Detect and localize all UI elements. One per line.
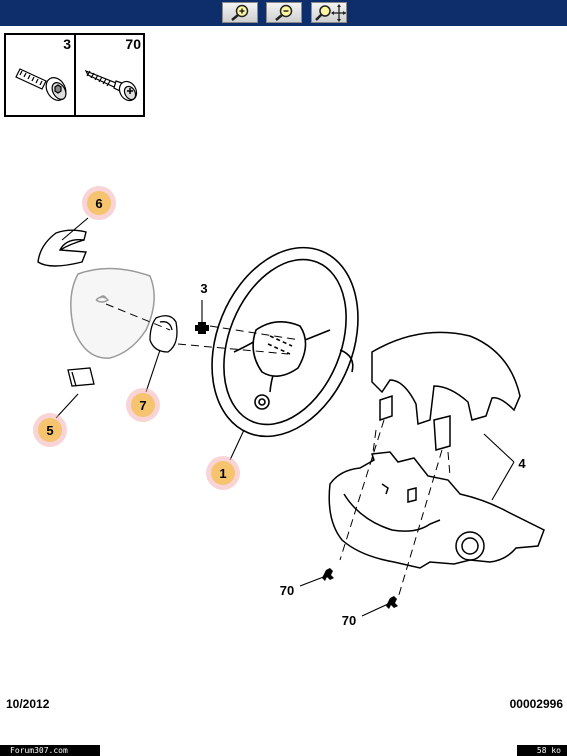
zoom-out-button[interactable] xyxy=(266,2,302,23)
callout-7-label: 7 xyxy=(139,398,146,413)
screw-marker-70-a xyxy=(322,568,334,581)
machine-screw-icon xyxy=(15,68,67,101)
callout-5: 5 xyxy=(33,413,67,447)
part-5-clip xyxy=(67,367,95,387)
footer-reference: 00002996 xyxy=(509,697,563,711)
part-1-steering-wheel xyxy=(211,246,359,438)
leader-lines xyxy=(55,217,515,617)
label-70-b: 70 xyxy=(342,613,356,628)
screw-marker-3 xyxy=(195,322,209,334)
zoom-pan-icon xyxy=(315,4,346,22)
zoom-out-icon xyxy=(275,4,293,21)
fastener-legend-box: 3 70 xyxy=(4,33,145,117)
footer-date: 10/2012 xyxy=(6,697,50,711)
screw-marker-70-b xyxy=(386,596,398,609)
zoom-pan-button[interactable] xyxy=(311,2,347,23)
legend-cell-screw-70: 70 xyxy=(76,35,144,115)
legend-number-70: 70 xyxy=(125,36,141,52)
callout-6: 6 xyxy=(82,186,116,220)
callout-6-label: 6 xyxy=(95,196,102,211)
legend-cell-screw-3: 3 xyxy=(6,35,76,115)
status-site: Forum307.com xyxy=(0,745,100,756)
callout-1: 1 xyxy=(206,456,240,490)
part-6-trim-cover xyxy=(37,229,88,267)
self-tapping-screw-icon xyxy=(84,69,138,102)
label-4: 4 xyxy=(518,456,526,471)
zoom-in-icon xyxy=(231,4,249,21)
assembly-axis-lines xyxy=(105,303,301,355)
part-airbag-module xyxy=(70,267,155,359)
zoom-in-button[interactable] xyxy=(222,2,258,23)
toolbar xyxy=(0,0,567,26)
callout-5-label: 5 xyxy=(46,423,53,438)
part-4-column-cowl xyxy=(328,331,545,569)
legend-number-3: 3 xyxy=(63,36,71,52)
screw-markers xyxy=(195,322,398,609)
cowl-axis-lines xyxy=(339,419,451,599)
status-bar: Forum307.com 58 ko xyxy=(0,745,567,756)
status-size: 58 ko xyxy=(517,745,567,756)
callout-7: 7 xyxy=(126,388,160,422)
callout-1-label: 1 xyxy=(219,466,226,481)
steering-wheel-exploded-diagram: 6 7 5 1 3 4 70 70 xyxy=(33,186,545,628)
label-70-a: 70 xyxy=(280,583,294,598)
label-3: 3 xyxy=(200,281,207,296)
part-7-emblem-cover xyxy=(149,315,178,353)
